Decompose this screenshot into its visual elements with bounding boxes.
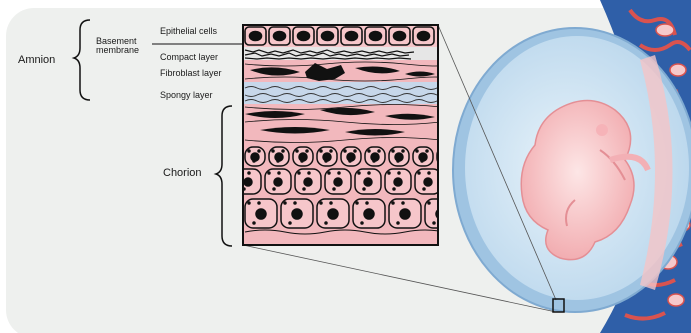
cell-granule [428, 202, 430, 204]
cell-granule [284, 202, 286, 204]
cell-granule [248, 172, 250, 174]
cell-nucleus [394, 178, 402, 186]
cell-granule [416, 150, 418, 152]
cell-granule [325, 160, 327, 162]
cell-nucleus [298, 32, 310, 41]
cell-granule [366, 202, 368, 204]
cell-nucleus [394, 32, 406, 41]
cell-granule [278, 172, 280, 174]
cell-granule [248, 202, 250, 204]
cell-granule [402, 150, 404, 152]
epithelial-cells [243, 25, 438, 47]
cell-nucleus [292, 209, 302, 219]
cell-granule [333, 188, 335, 190]
fibroblast-layer [243, 60, 445, 82]
cell-granule [272, 150, 274, 152]
cell-nucleus [328, 209, 338, 219]
cell-granule [368, 172, 370, 174]
tissue-section [235, 25, 457, 245]
cell-nucleus [334, 178, 342, 186]
cell-granule [277, 160, 279, 162]
cell-granule [306, 150, 308, 152]
cell-granule [325, 222, 327, 224]
cell-granule [338, 172, 340, 174]
cell-nucleus [274, 32, 286, 41]
cell-nucleus [418, 32, 430, 41]
cell-granule [320, 202, 322, 204]
cell-nucleus [274, 178, 282, 186]
cell-nucleus [250, 32, 262, 41]
cell-granule [258, 150, 260, 152]
cell-granule [356, 202, 358, 204]
cell-granule [398, 172, 400, 174]
cell-granule [320, 150, 322, 152]
cell-granule [282, 150, 284, 152]
epithelial-cells-label: Epithelial cells [160, 26, 218, 36]
cell-nucleus [346, 32, 358, 41]
cell-granule [289, 222, 291, 224]
cell-granule [428, 172, 430, 174]
cell-granule [421, 160, 423, 162]
cell-granule [397, 222, 399, 224]
cell-granule [301, 160, 303, 162]
amnion-label: Amnion [18, 54, 55, 66]
cell-nucleus [370, 32, 382, 41]
cell-granule [330, 150, 332, 152]
cell-nucleus [322, 32, 334, 41]
cell-granule [330, 202, 332, 204]
chorion-label: Chorion [163, 167, 202, 179]
fibroblast-layer-label: Fibroblast layer [160, 68, 222, 78]
cell-nucleus [364, 209, 374, 219]
cell-nucleus [256, 209, 266, 219]
cell-granule [361, 222, 363, 224]
cell-granule [392, 202, 394, 204]
cell-granule [378, 150, 380, 152]
cell-granule [303, 188, 305, 190]
cell-granule [423, 188, 425, 190]
spongy-layer [243, 82, 449, 104]
cell-granule [393, 188, 395, 190]
cell-granule [296, 150, 298, 152]
cell-granule [358, 172, 360, 174]
cell-nucleus [304, 178, 312, 186]
cell-granule [368, 150, 370, 152]
cell-granule [388, 172, 390, 174]
cell-granule [418, 172, 420, 174]
basement-membrane-label-line2: membrane [96, 45, 139, 55]
cell-nucleus [364, 178, 372, 186]
cell-nucleus [400, 209, 410, 219]
cell-granule [349, 160, 351, 162]
cell-granule [273, 188, 275, 190]
cell-granule [268, 172, 270, 174]
cell-granule [253, 222, 255, 224]
compact-layer-label: Compact layer [160, 52, 218, 62]
cell-nucleus [424, 178, 432, 186]
cell-granule [402, 202, 404, 204]
cell-granule [298, 172, 300, 174]
cell-granule [397, 160, 399, 162]
cell-granule [258, 202, 260, 204]
chorion-reticular-layer [243, 104, 440, 144]
cell-granule [373, 160, 375, 162]
cell-granule [294, 202, 296, 204]
cell-granule [426, 150, 428, 152]
cell-granule [433, 222, 435, 224]
cell-granule [344, 150, 346, 152]
cell-granule [253, 160, 255, 162]
cell-granule [363, 188, 365, 190]
cell-nucleus [244, 178, 252, 186]
cell-granule [328, 172, 330, 174]
spongy-layer-label: Spongy layer [160, 90, 213, 100]
cell-granule [248, 150, 250, 152]
cell-granule [308, 172, 310, 174]
cell-granule [392, 150, 394, 152]
cell-granule [354, 150, 356, 152]
